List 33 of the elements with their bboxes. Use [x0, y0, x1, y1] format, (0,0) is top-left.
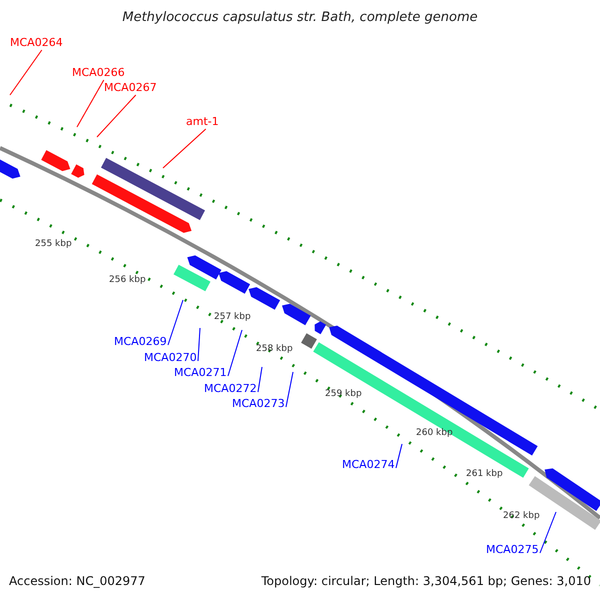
leader-line — [198, 328, 200, 362]
leader-line — [396, 444, 402, 468]
leader-line — [76, 80, 104, 128]
leader-line — [540, 512, 556, 554]
accession-text: Accession: NC_002977 — [9, 575, 146, 587]
gene-label: MCA0275 — [486, 544, 539, 555]
scale-label: 255 kbp — [35, 240, 72, 249]
scale-label: 256 kbp — [109, 276, 146, 285]
scale-label: 258 kbp — [256, 345, 293, 354]
gene-label: amt-1 — [186, 116, 219, 127]
gene-label: MCA0273 — [232, 398, 285, 409]
scale-label: 260 kbp — [416, 429, 453, 438]
leader-line — [286, 372, 294, 408]
leader-line — [10, 50, 42, 96]
leader-line — [168, 300, 184, 346]
scale-label: 259 kbp — [325, 390, 362, 399]
gene-label: MCA0270 — [144, 352, 197, 363]
leader-line — [162, 128, 206, 168]
gene-label: MCA0269 — [114, 336, 167, 347]
scale-label: 257 kbp — [214, 313, 251, 322]
gene-label: MCA0274 — [342, 459, 395, 470]
gene-label: MCA0264 — [10, 37, 63, 48]
leader-line — [258, 366, 262, 392]
chart-title: Methylococcus capsulatus str. Bath, complete genome — [121, 11, 479, 24]
gene-label: MCA0267 — [104, 82, 157, 93]
gene-label: MCA0266 — [72, 67, 125, 78]
scale-label: 261 kbp — [466, 470, 503, 479]
leader-line — [96, 94, 136, 138]
genome-info-text: Topology: circular; Length: 3,304,561 bp; Genes: 3,010 — [260, 575, 591, 587]
scale-label: 262 kbp — [503, 512, 540, 521]
gene-label: MCA0272 — [204, 383, 257, 394]
gene-label: MCA0271 — [174, 367, 227, 378]
leader-line — [228, 330, 242, 376]
